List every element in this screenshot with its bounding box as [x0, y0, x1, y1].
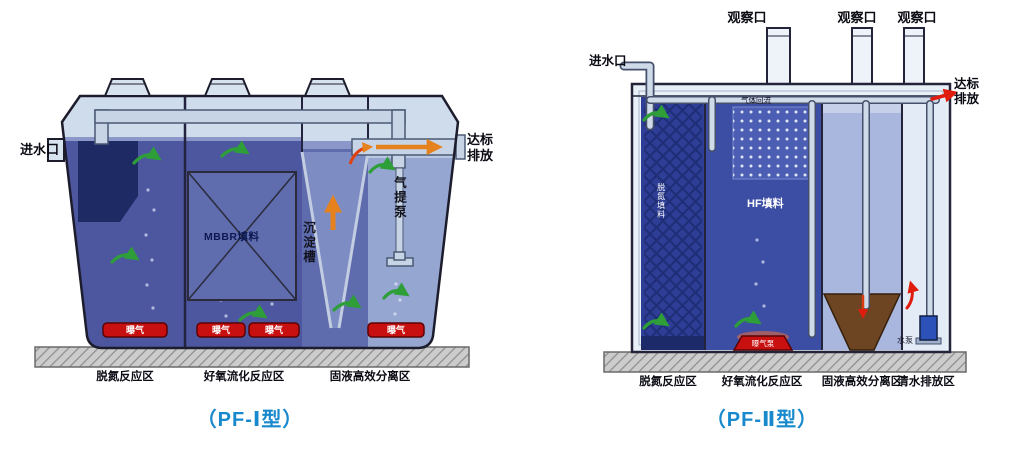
pf1-waterline-left — [62, 137, 302, 143]
pf1-outlet-pipe — [348, 134, 466, 165]
pf2-ground — [603, 351, 967, 373]
pf2-hf-media-dots — [733, 107, 815, 179]
pf2-zone-label-2: 好氧流化反应区 — [721, 376, 803, 388]
pf2-zone-label-1: 脱氮反应区 — [639, 376, 697, 388]
pf2-observation-label-2: 观察口 — [837, 10, 877, 25]
pf1-inlet-stub — [47, 138, 65, 162]
pf1-diagram — [34, 78, 470, 368]
pf2-water-pump — [915, 315, 942, 345]
pf1-aeration-bars — [102, 322, 425, 338]
pf1-aeration-label-1: 曝气 — [125, 325, 144, 335]
pf2-chamber1-bottom — [641, 336, 705, 350]
pf1-waterline-right — [368, 153, 458, 159]
pf1-aeration-label-4: 曝气 — [386, 325, 405, 335]
pf1-ground — [34, 346, 470, 368]
pf2-observation-label-1: 观察口 — [727, 10, 767, 25]
pf2-zone-label-3: 固液高效分离区 — [821, 376, 903, 388]
pf2-hf-media-label: HF填料 — [747, 198, 784, 210]
pf2-green-arrows — [642, 104, 762, 330]
pf1-aeration-label-3: 曝气 — [264, 325, 283, 335]
pf1-inlet-box — [78, 141, 138, 222]
pf2-zone-label-4: 清水排放区 — [897, 376, 955, 388]
pf1-waterline-settling — [302, 141, 368, 149]
pf2-aeration-pump-label: 曝气泵 — [751, 339, 775, 348]
pf1-zone-label-2: 好氧流化反应区 — [203, 371, 285, 383]
pf2-outlet-label: 达标 排放 — [954, 77, 980, 106]
pf2-aeration-device — [732, 331, 794, 351]
pf1-top-caps — [103, 78, 352, 97]
pf1-title: （PF-Ⅰ型） — [196, 409, 304, 431]
pf2-inlet-label: 进水口 — [589, 54, 627, 68]
pf2-denitrify-media-label: 脱氮填料 — [656, 183, 666, 219]
pf2-title: （PF-Ⅱ型） — [705, 409, 819, 431]
pf1-settling-funnel — [300, 151, 370, 329]
pf1-mbbr-box — [187, 171, 297, 301]
pf1-airlift-label: 气提泵 — [392, 176, 406, 220]
pf1-inlet-label: 进水口 — [20, 142, 60, 157]
pf2-sludge-funnel — [822, 293, 902, 351]
pf1-uplift-arrow — [348, 142, 374, 165]
pf2-diagram — [603, 27, 967, 373]
pf2-gas-return-label: 气体回流 — [741, 96, 771, 105]
pf1-zone-label-1: 脱氮反应区 — [96, 371, 154, 383]
pf1-settling-label: 沉淀槽 — [301, 221, 315, 265]
pf2-observation-label-3: 观察口 — [897, 10, 937, 25]
pf2-pipes — [619, 61, 940, 338]
pf2-water-pump-label: 水泵 — [897, 336, 913, 345]
pf1-pipes — [94, 109, 414, 267]
pf1-aeration-label-2: 曝气 — [211, 325, 230, 335]
pf2-red-arrows — [858, 88, 959, 319]
pf1-tank-outline — [60, 94, 460, 350]
pf2-chamber1-lattice — [644, 100, 702, 336]
pf1-mbbr-label: MBBR填料 — [204, 231, 260, 243]
pf1-zone-label-3: 固液高效分离区 — [329, 371, 411, 383]
pf1-green-arrows — [110, 140, 410, 322]
pf2-observation-chimneys — [766, 27, 925, 85]
pf2-chamber4 — [902, 97, 946, 350]
pf1-outlet-label: 达标 排放 — [467, 132, 494, 163]
